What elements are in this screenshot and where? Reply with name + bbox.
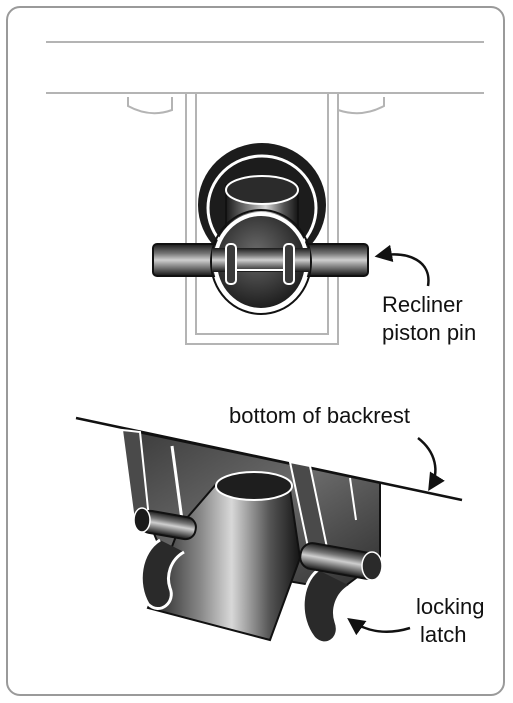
left-pin-cap [133, 507, 151, 533]
backrest-arrow [417, 437, 445, 491]
pin-retainer-left [225, 243, 237, 285]
recliner-label-line2: piston pin [382, 320, 476, 345]
u-channel-bracket-inner [195, 93, 329, 335]
top-bracket-assembly [46, 41, 484, 345]
left-latch-hook [139, 538, 185, 611]
latch-label-line2: latch [420, 622, 466, 647]
recliner-pin-arrow [374, 244, 430, 287]
piston-cylinder-top [215, 471, 293, 501]
backrest-label: bottom of backrest [229, 403, 410, 428]
left-mount-tab [127, 97, 173, 115]
plate-slot [170, 445, 184, 521]
plate-slot-right [349, 477, 357, 521]
pin-retainer-right [283, 243, 295, 285]
latch-assembly [120, 428, 383, 645]
right-pin-cap [361, 551, 383, 581]
recliner-piston-pin [152, 209, 369, 315]
right-latch-hook [301, 568, 351, 645]
latch-label-line1: locking [416, 594, 484, 619]
piston-neck-rim [225, 175, 299, 205]
latch-arrow [347, 617, 411, 636]
right-mount-tab [337, 97, 385, 115]
recliner-label-line1: Recliner [382, 292, 463, 317]
pin-clevis-ring-outline [210, 209, 312, 315]
u-channel-bracket-outer [185, 93, 339, 345]
